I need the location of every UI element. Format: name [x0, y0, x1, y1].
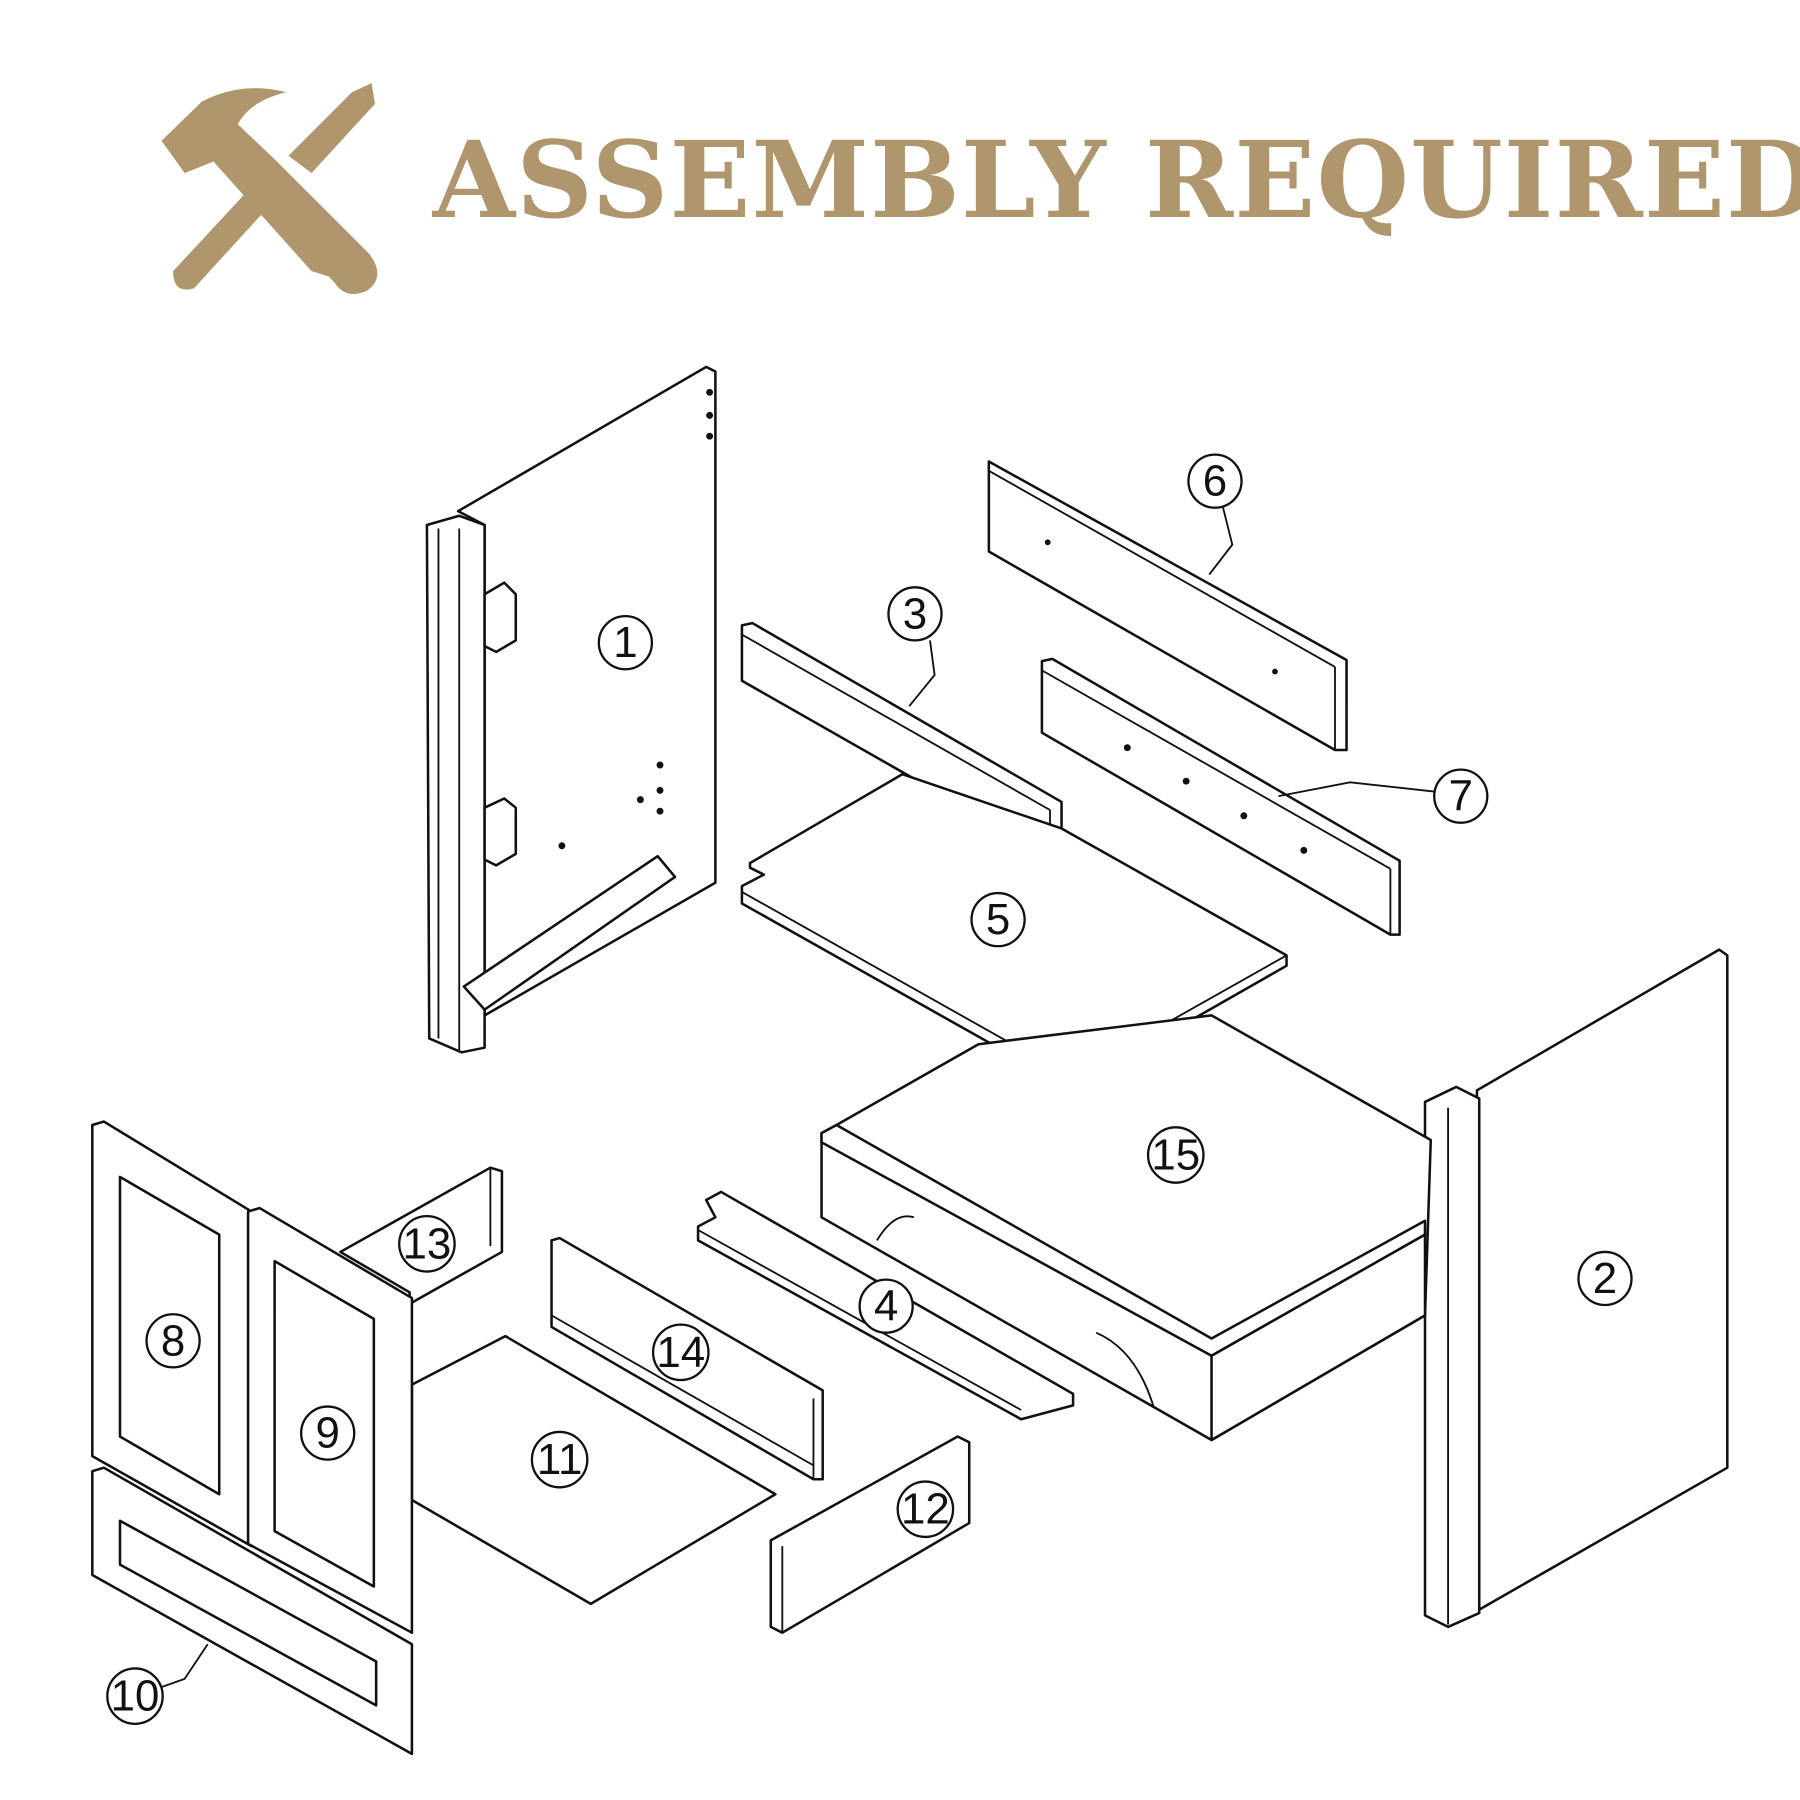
part-10-drawer-front — [91, 1466, 414, 1756]
part-6-back-top-rail — [987, 460, 1348, 752]
part-label-7: 7 — [1433, 768, 1489, 824]
part-label-8: 8 — [145, 1313, 201, 1369]
svg-text:2: 2 — [1593, 1254, 1617, 1303]
svg-text:9: 9 — [315, 1409, 339, 1458]
hammer-screwdriver-icon — [161, 83, 378, 294]
part-labels: 1 2 3 4 5 6 7 8 9 10 11 12 13 14 15 — [106, 453, 1633, 1725]
page-title: ASSEMBLY REQUIRED — [432, 118, 1800, 243]
svg-text:10: 10 — [111, 1672, 160, 1721]
part-label-3: 3 — [887, 586, 943, 642]
svg-text:1: 1 — [613, 618, 637, 667]
svg-text:11: 11 — [537, 1435, 583, 1484]
part-label-9: 9 — [300, 1405, 356, 1461]
svg-text:5: 5 — [986, 895, 1010, 944]
svg-text:15: 15 — [1151, 1131, 1200, 1180]
svg-text:13: 13 — [403, 1219, 452, 1268]
part-15-base-panel — [820, 1014, 1433, 1442]
svg-text:6: 6 — [1203, 457, 1227, 506]
part-8-left-door — [91, 1120, 253, 1548]
svg-text:14: 14 — [656, 1328, 705, 1377]
part-label-5: 5 — [970, 891, 1026, 948]
svg-text:3: 3 — [903, 589, 927, 638]
svg-text:4: 4 — [874, 1282, 898, 1331]
part-label-1: 1 — [597, 614, 654, 671]
svg-text:8: 8 — [161, 1316, 185, 1365]
part-label-11: 11 — [530, 1430, 589, 1489]
svg-text:12: 12 — [901, 1485, 950, 1534]
part-label-6: 6 — [1187, 453, 1243, 509]
part-7-back-rail — [1040, 657, 1401, 936]
part-label-14: 14 — [651, 1323, 710, 1382]
part-label-12: 12 — [896, 1480, 955, 1539]
part-label-13: 13 — [398, 1215, 456, 1273]
part-label-15: 15 — [1146, 1126, 1205, 1184]
part-label-10: 10 — [106, 1667, 164, 1725]
part-label-4: 4 — [858, 1278, 914, 1334]
part-label-2: 2 — [1577, 1250, 1633, 1307]
svg-text:7: 7 — [1449, 772, 1473, 821]
part-2-right-side-panel — [1423, 948, 1729, 1629]
part-1-left-side-panel — [425, 365, 717, 1054]
